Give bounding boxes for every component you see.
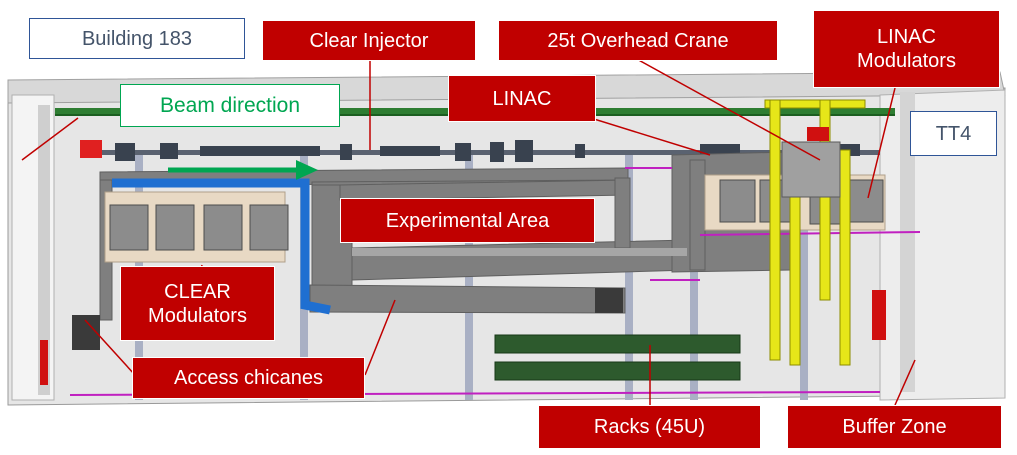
building-label: Building 183 (29, 18, 245, 59)
injector-red-block (80, 140, 102, 158)
red-door-left (40, 340, 48, 385)
shielding-top-lighter (352, 248, 687, 256)
buffer-zone-label: Buffer Zone (787, 405, 1002, 449)
tt4-wall (900, 92, 915, 392)
tt4-label: TT4 (910, 111, 997, 156)
beam-arrow-head (296, 160, 318, 180)
clear-modulators (109, 204, 289, 251)
racks (494, 334, 741, 381)
experimental-area-label: Experimental Area (340, 198, 595, 243)
chicane-block-right (595, 288, 623, 313)
crane-trolley (781, 141, 841, 198)
clear-modulators-label: CLEAR Modulators (120, 266, 275, 341)
beamline (80, 150, 880, 155)
water-pipe (112, 178, 331, 315)
left-corridor-wall (38, 105, 50, 395)
linac-modulators-label: LINAC Modulators (813, 10, 1000, 88)
racks-label: Racks (45U) (538, 405, 761, 449)
clear-injector-label: Clear Injector (262, 20, 476, 61)
access-chicanes-label: Access chicanes (132, 357, 365, 399)
beam-direction-label: Beam direction (120, 84, 340, 127)
linac-label: LINAC (448, 75, 596, 122)
crane-label: 25t Overhead Crane (498, 20, 778, 61)
beamline-components (115, 140, 860, 162)
overhead-crane (764, 99, 866, 366)
red-door-right (872, 290, 886, 340)
red-marker-right (807, 127, 829, 141)
